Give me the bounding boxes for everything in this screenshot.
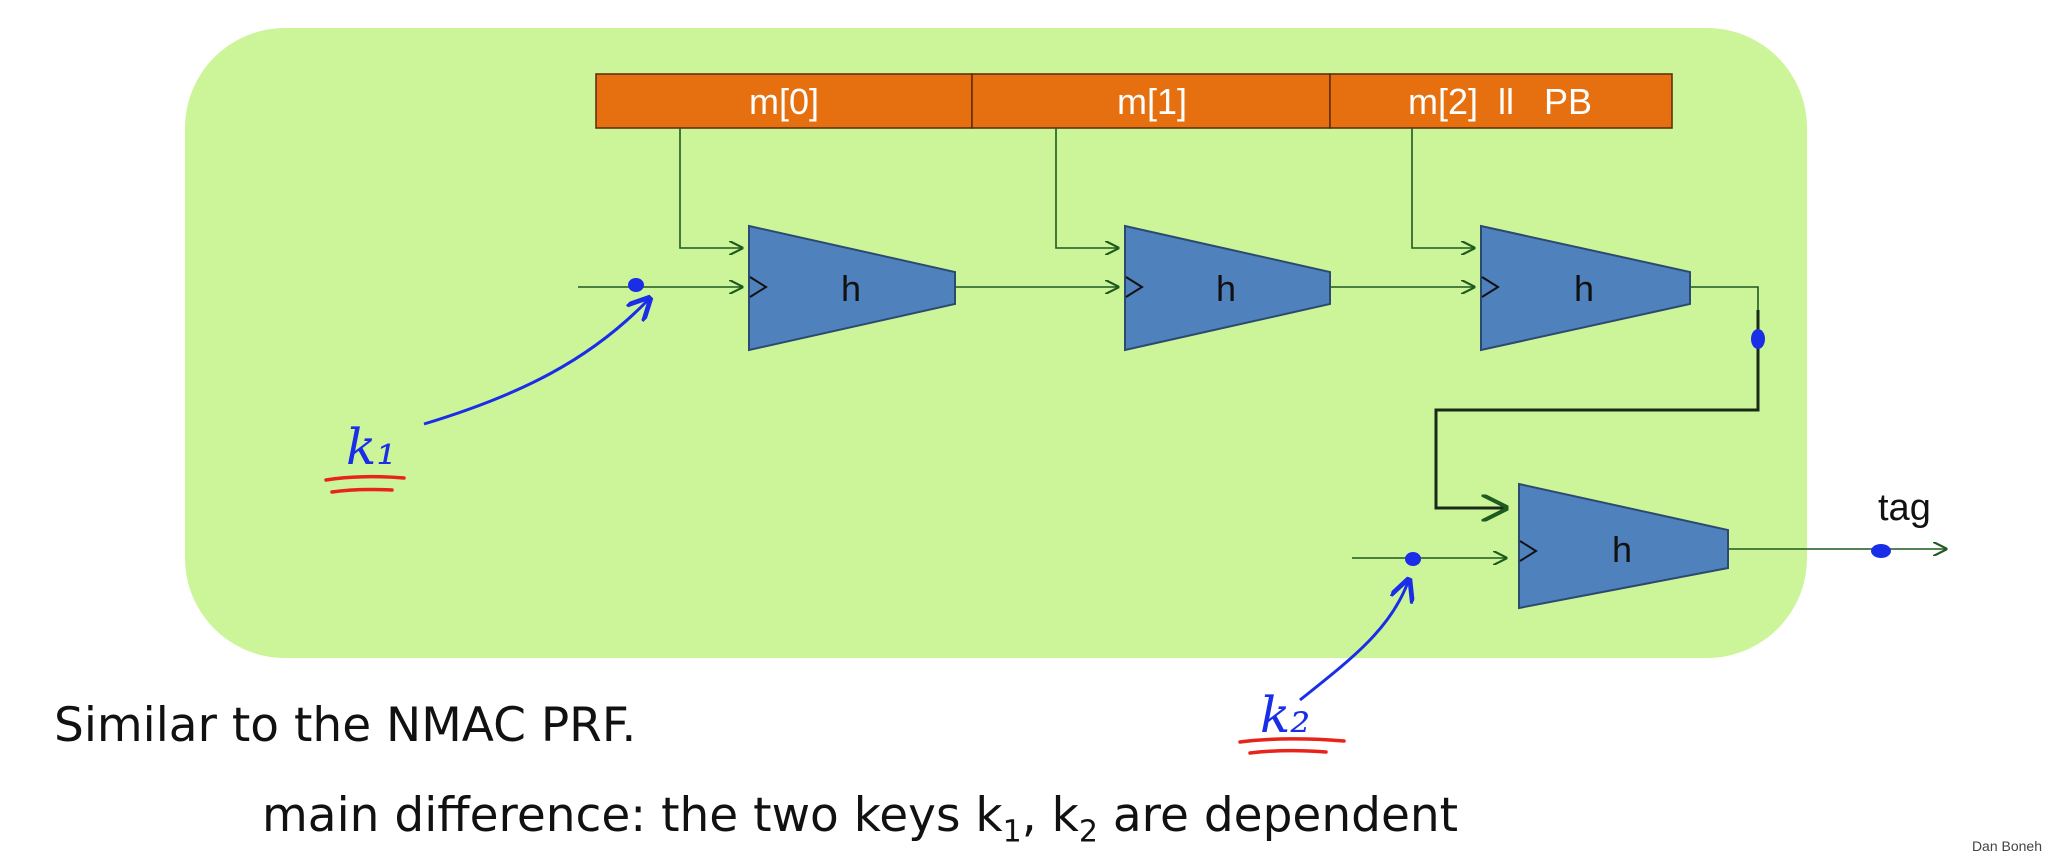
caption-sub-2: 2 xyxy=(1078,814,1098,850)
hash-label-3: h xyxy=(1574,268,1594,309)
author-credit: Dan Boneh xyxy=(1971,838,2042,854)
hash-label-1: h xyxy=(841,268,861,309)
key1-handwritten: k₁ xyxy=(346,418,396,476)
wire-m2-to-h3 xyxy=(1411,128,1474,248)
message-block-1-label: m[1] xyxy=(1117,81,1187,122)
wire-m1-to-h2 xyxy=(1055,128,1118,248)
message-block-0-label: m[0] xyxy=(749,81,819,122)
caption-sub-suffix: are dependent xyxy=(1097,788,1459,843)
tag-label: tag xyxy=(1878,487,1931,529)
hash-block-3: h xyxy=(1480,224,1691,352)
hash-block-2: h xyxy=(1124,224,1331,352)
hash-block-outer: h xyxy=(1518,482,1729,610)
message-block-1 xyxy=(971,73,1331,129)
caption-sub-middle: , k xyxy=(1021,788,1079,843)
caption-sub-prefix: main difference: the two keys k xyxy=(262,788,1003,843)
key2-handwritten: k₂ xyxy=(1260,686,1310,744)
inner-output-dot xyxy=(1751,329,1765,349)
key2-dot xyxy=(1405,552,1421,566)
caption-main: Similar to the NMAC PRF. xyxy=(54,698,637,753)
key2-underline xyxy=(1238,737,1346,755)
key2-arrow xyxy=(1299,582,1408,702)
key1-dot xyxy=(628,278,644,292)
hash-label-outer: h xyxy=(1612,529,1632,570)
key1-arrow xyxy=(423,300,648,426)
message-bar: m[0] m[1] m[2] ll PB xyxy=(595,73,1673,129)
wire-h3-out xyxy=(1690,286,1759,310)
handwritten-annotations: k₁ k₂ xyxy=(324,278,1891,755)
key1-underline xyxy=(324,474,406,494)
hash-block-1: h xyxy=(748,224,956,352)
wire-m0-to-h1 xyxy=(679,128,742,248)
message-block-2 xyxy=(1329,73,1673,129)
tag-dot xyxy=(1871,544,1891,558)
message-block-2-label: m[2] ll PB xyxy=(1408,81,1592,122)
hash-label-2: h xyxy=(1216,268,1236,309)
diagram-panel xyxy=(185,28,1807,658)
wire-inner-to-outer xyxy=(1434,310,1760,508)
caption-sub: main difference: the two keys k1, k2 are… xyxy=(262,788,1458,849)
caption-sub-1: 1 xyxy=(1002,814,1022,850)
